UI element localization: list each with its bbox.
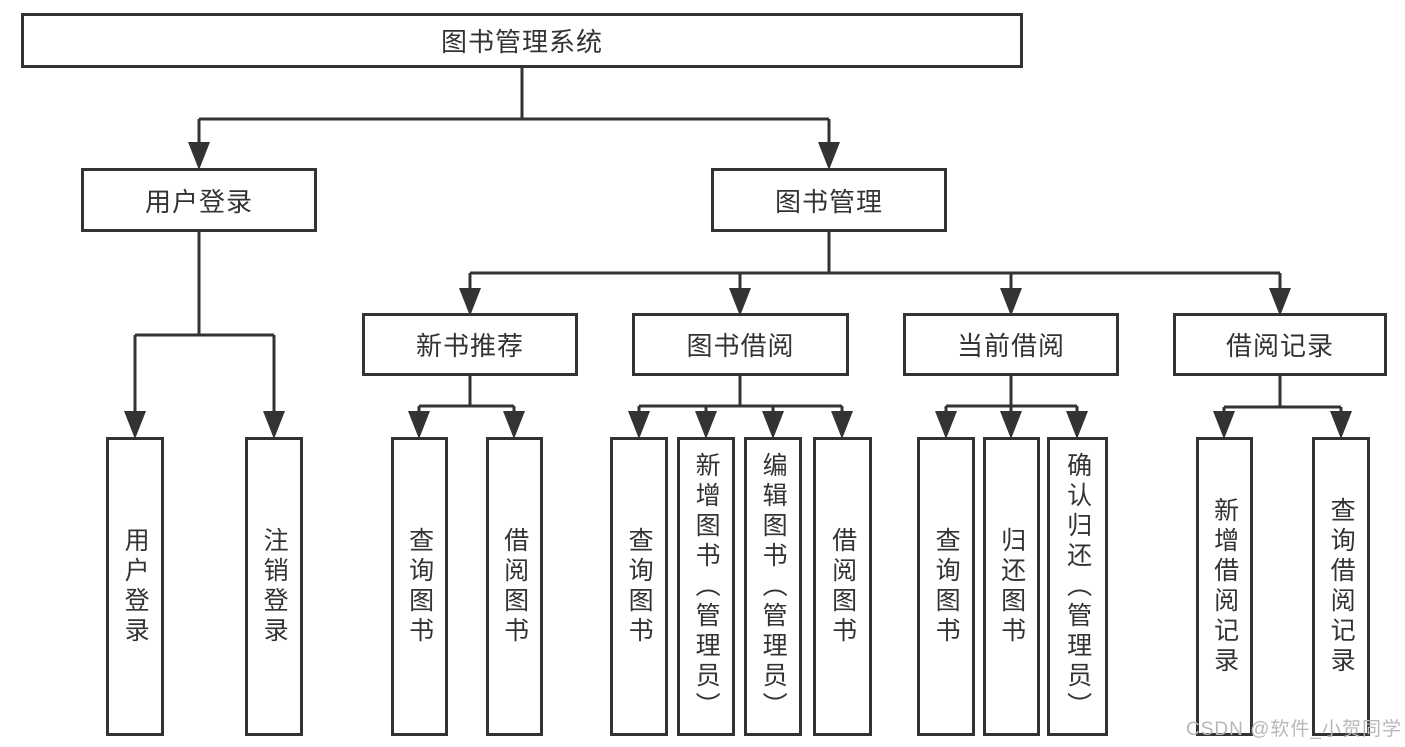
node-leaf-query-books-borrow: 查询图书 <box>610 437 668 736</box>
node-new-book-recommend: 新书推荐 <box>362 313 578 376</box>
node-leaf-add-books-admin: 新增图书（管理员） <box>677 437 735 736</box>
node-leaf-edit-books-admin: 编辑图书（管理员） <box>744 437 802 736</box>
connector-borrow-records-to-children <box>1213 376 1352 439</box>
leaf-label: 编辑图书（管理员） <box>759 451 788 722</box>
arrow-down-icon <box>762 411 784 439</box>
connector-line <box>133 232 276 412</box>
connector-line <box>197 68 831 144</box>
connector-line <box>417 376 516 412</box>
leaf-label: 查询图书 <box>625 526 654 647</box>
node-user-login: 用户登录 <box>81 168 317 232</box>
connector-new-book-recommend-to-children <box>408 376 525 439</box>
arrow-down-icon <box>1269 288 1291 316</box>
leaf-label: 查询借阅记录 <box>1327 496 1356 677</box>
connector-line <box>944 376 1079 412</box>
leaf-label: 归还图书 <box>997 526 1026 647</box>
connector-book-borrow-to-children <box>628 376 853 439</box>
connector-book-management-to-level3 <box>459 232 1291 316</box>
arrow-down-icon <box>459 288 481 316</box>
node-leaf-query-borrow-record: 查询借阅记录 <box>1312 437 1370 736</box>
arrow-down-icon <box>1066 411 1088 439</box>
connector-user-login-to-children <box>124 232 285 439</box>
connector-current-borrow-to-children <box>935 376 1088 439</box>
node-leaf-logout: 注销登录 <box>245 437 303 736</box>
leaf-label: 借阅图书 <box>500 526 529 647</box>
leaf-label: 用户登录 <box>121 526 150 647</box>
leaf-label: 借阅图书 <box>828 526 857 647</box>
connector-line <box>637 376 844 412</box>
node-book-management: 图书管理 <box>711 168 947 232</box>
arrow-down-icon <box>628 411 650 439</box>
arrow-down-icon <box>695 411 717 439</box>
node-leaf-add-borrow-record: 新增借阅记录 <box>1196 437 1253 736</box>
arrow-down-icon <box>1000 288 1022 316</box>
csdn-watermark: CSDN @软件_小贺同学 <box>1186 719 1402 740</box>
node-borrow-records: 借阅记录 <box>1173 313 1387 376</box>
node-leaf-borrow-books-recommend: 借阅图书 <box>486 437 543 736</box>
connector-root-to-level2 <box>188 68 840 170</box>
arrow-down-icon <box>935 411 957 439</box>
node-library-management-system: 图书管理系统 <box>21 13 1023 68</box>
leaf-label: 新增借阅记录 <box>1210 496 1239 677</box>
arrow-down-icon <box>1000 411 1022 439</box>
leaf-label: 确认归还（管理员） <box>1063 451 1092 722</box>
node-book-borrow: 图书借阅 <box>632 313 849 376</box>
leaf-label: 新增图书（管理员） <box>692 451 721 722</box>
arrow-down-icon <box>124 411 146 439</box>
arrow-down-icon <box>408 411 430 439</box>
leaf-label: 注销登录 <box>260 526 289 647</box>
node-leaf-user-login: 用户登录 <box>106 437 164 736</box>
leaf-label: 查询图书 <box>932 526 961 647</box>
arrow-down-icon <box>263 411 285 439</box>
node-leaf-return-books: 归还图书 <box>983 437 1040 736</box>
node-current-borrow: 当前借阅 <box>903 313 1119 376</box>
connector-line <box>1222 376 1343 412</box>
arrow-down-icon <box>729 288 751 316</box>
node-leaf-query-books-recommend: 查询图书 <box>391 437 448 736</box>
arrow-down-icon <box>831 411 853 439</box>
connector-line <box>468 232 1282 290</box>
node-leaf-confirm-return-admin: 确认归还（管理员） <box>1047 437 1108 736</box>
arrow-down-icon <box>1213 411 1235 439</box>
arrow-down-icon <box>503 411 525 439</box>
arrow-down-icon <box>188 142 210 170</box>
arrow-down-icon <box>1330 411 1352 439</box>
node-leaf-query-books-current: 查询图书 <box>917 437 975 736</box>
arrow-down-icon <box>818 142 840 170</box>
node-leaf-borrow-books: 借阅图书 <box>813 437 872 736</box>
leaf-label: 查询图书 <box>405 526 434 647</box>
